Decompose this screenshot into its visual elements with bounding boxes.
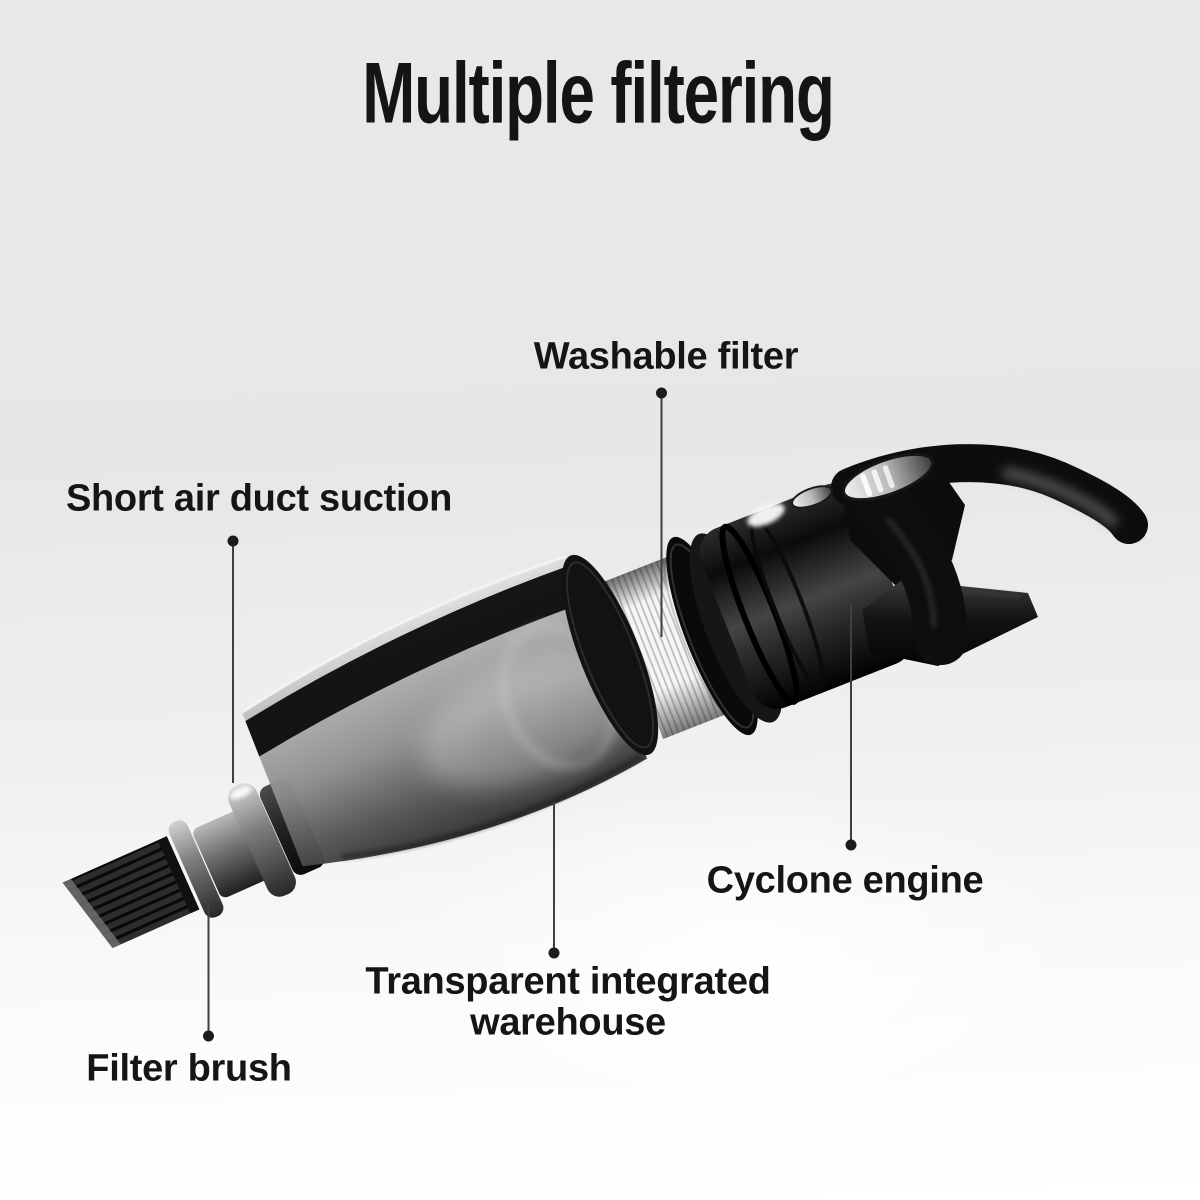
callout-label-filter-brush: Filter brush xyxy=(86,1047,292,1090)
collar-glint xyxy=(229,785,252,800)
handle-bar-highlight xyxy=(1002,467,1118,527)
callout-label-cyclone-engine: Cyclone engine xyxy=(706,859,984,902)
callout-dot-cyclone-engine xyxy=(845,839,857,851)
nozzle-step-collar xyxy=(228,783,296,897)
callout-dot-short-air-duct xyxy=(227,535,239,547)
chamber-edge-glint xyxy=(528,557,567,576)
mode-button xyxy=(791,485,833,509)
button-ridge xyxy=(871,469,884,493)
grip-highlight xyxy=(885,517,937,628)
brush-collar-ring xyxy=(168,820,224,918)
callout-dots xyxy=(203,387,857,1042)
page-title: Multiple filtering xyxy=(362,45,835,142)
brush-base xyxy=(157,836,200,914)
filter-brush-tip xyxy=(62,836,200,948)
power-button xyxy=(841,452,935,502)
handle-grip xyxy=(855,478,968,665)
callout-label-washable-filter: Washable filter xyxy=(533,335,799,378)
callout-dot-washable-filter xyxy=(656,387,667,399)
callout-label-short-air-duct: Short air duct suction xyxy=(65,477,453,520)
callout-dot-warehouse xyxy=(548,947,560,959)
filter-shading xyxy=(601,557,729,739)
button-ridge xyxy=(882,465,895,489)
brush-cut-face xyxy=(62,878,121,948)
chamber-dark-stripe xyxy=(245,564,586,757)
chamber-top-highlight xyxy=(242,555,566,713)
chamber-bottom-shade xyxy=(341,754,643,860)
button-ridge xyxy=(860,473,873,497)
callout-lines xyxy=(207,393,852,1036)
body-glint xyxy=(747,503,785,527)
callout-dot-filter-brush xyxy=(203,1030,214,1042)
chamber-end-ring xyxy=(561,554,659,756)
callout-label-warehouse: Transparent integrated warehouse xyxy=(365,960,771,1043)
